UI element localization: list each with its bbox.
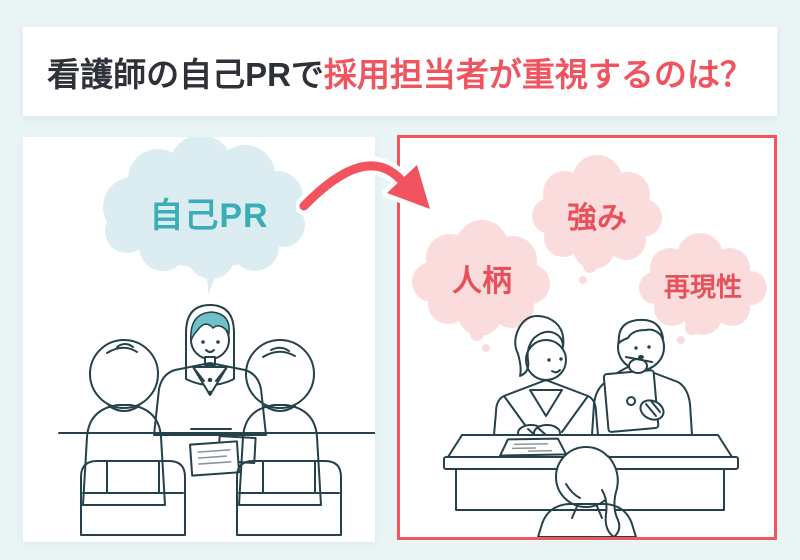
recruiter-man-figure [591,318,693,436]
interview-scene-illustration: 自己PR [58,137,375,536]
candidate-figure [153,304,267,436]
page-title-dark-part: 看護師の自己PRで [47,55,324,93]
cloud-label-reproducibility: 再現性 [664,272,742,302]
cloud-label-personality: 人柄 [452,265,512,298]
thought-cloud-reproducibility: 再現性 [639,233,767,344]
thought-cloud-strengths: 強み [532,155,662,284]
thought-cloud-personality: 人柄 [412,220,550,352]
page-title-red-part: 採用担当者が重視するのは？ [323,55,753,93]
title-bar: 看護師の自己PRで採用担当者が重視するのは？ [23,27,777,116]
interviewer-right-figure [238,339,322,506]
desk-document [499,437,568,457]
page-title: 看護師の自己PRで採用担当者が重視するのは？ [47,48,753,96]
chair-backs [80,460,342,536]
speech-bubble: 自己PR [103,137,305,297]
document-papers [189,440,241,477]
recruiter-woman-figure [493,315,599,442]
recruiters-scene-illustration: 人柄 強み [412,155,767,537]
interviewer-left-figure [82,339,166,506]
desk [58,428,375,477]
arrow-icon [296,150,456,238]
speech-bubble-label: 自己PR [149,197,268,235]
cloud-label-strengths: 強み [567,202,627,235]
candidate-back-figure [537,446,637,537]
right-panel-recruiters-scene: 人柄 強み [397,135,777,540]
